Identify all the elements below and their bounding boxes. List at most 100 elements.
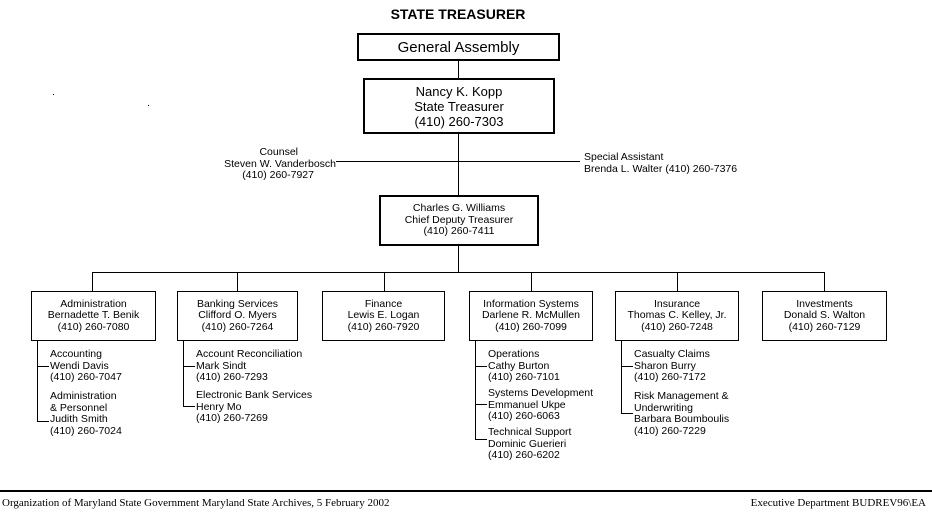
division-head: Lewis E. Logan	[347, 309, 420, 322]
division-unit: Administration	[60, 297, 127, 310]
connector	[237, 272, 238, 291]
subunit-line: (410) 260-7229	[634, 424, 706, 437]
division-insurance: Insurance Thomas C. Kelley, Jr. (410) 26…	[615, 291, 739, 341]
connector	[475, 366, 487, 367]
footer-rule	[0, 490, 932, 492]
subunit-line: Operations	[488, 348, 540, 360]
counsel-phone: (410) 260-7927	[242, 169, 314, 181]
subunit-line: (410) 260-6063	[488, 410, 560, 422]
special-assistant-role: Special Assistant	[584, 151, 664, 163]
subunit-line: & Personnel	[50, 401, 108, 414]
division-head: Darlene R. McMullen	[481, 309, 581, 322]
division-phone: (410) 260-7099	[495, 320, 567, 333]
footer-left: Organization of Maryland State Governmen…	[2, 497, 389, 510]
subunit-line: (410) 260-7269	[196, 412, 268, 424]
division-banking-services: Banking Services Clifford O. Myers (410)…	[177, 291, 298, 341]
connector	[92, 272, 825, 273]
connector	[183, 341, 184, 407]
connector	[475, 404, 487, 405]
special-assistant-block: Special Assistant Brenda L. Walter (410)…	[584, 151, 737, 175]
subunit-line: Technical Support	[488, 426, 572, 438]
subunit-line: Systems Development	[488, 387, 594, 399]
connector	[92, 272, 93, 291]
connector	[458, 61, 459, 78]
subunit-line: Cathy Burton	[488, 359, 550, 372]
subunit-account-reconciliation: Account Reconciliation Mark Sindt (410) …	[196, 348, 303, 384]
division-unit: Information Systems	[483, 297, 579, 310]
connector	[475, 439, 487, 440]
connector	[37, 421, 49, 422]
subunit-casualty-claims: Casualty Claims Sharon Burry (410) 260-7…	[634, 348, 710, 384]
connector	[458, 134, 459, 195]
subunit-line: Dominic Guerieri	[488, 437, 567, 450]
division-phone: (410) 260-7129	[788, 320, 861, 333]
deputy-phone: (410) 260-7411	[423, 225, 495, 238]
deputy-box: Charles G. Williams Chief Deputy Treasur…	[379, 195, 539, 246]
connector	[384, 272, 385, 291]
connector	[677, 272, 678, 291]
subunit-risk-management: Risk Management & Underwriting Barbara B…	[634, 390, 730, 437]
counsel-role: Counsel	[259, 146, 298, 158]
subunit-line: (410) 260-7047	[50, 371, 122, 383]
subunit-line: (410) 260-6202	[488, 449, 560, 461]
footer-left-line2: Maryland State Archives, 5 February 2002	[201, 497, 390, 509]
subunit-line: Wendi Davis	[50, 359, 109, 372]
subunit-line: Electronic Bank Services	[196, 389, 313, 401]
division-finance: Finance Lewis E. Logan (410) 260-7920	[322, 291, 445, 341]
connector	[621, 341, 622, 414]
subunit-line: Account Reconciliation	[196, 348, 303, 360]
division-phone: (410) 260-7920	[347, 320, 420, 333]
treasurer-box: Nancy K. Kopp State Treasurer (410) 260-…	[363, 78, 555, 134]
subunit-line: (410) 260-7101	[488, 371, 560, 383]
footer-right-line2: BUDREV96\EA	[852, 497, 926, 509]
subunit-systems-development: Systems Development Emmanuel Ukpe (410) …	[488, 387, 594, 423]
subunit-line: Judith Smith	[50, 413, 108, 425]
connector	[183, 406, 195, 407]
subunit-line: (410) 260-7293	[196, 371, 268, 383]
subunit-administration-personnel: Administration & Personnel Judith Smith …	[50, 390, 122, 437]
subunit-line: Emmanuel Ukpe	[488, 398, 566, 411]
subunit-line: Underwriting	[634, 401, 693, 414]
subunit-line: Administration	[50, 390, 117, 402]
division-phone: (410) 260-7264	[201, 320, 274, 333]
division-unit: Banking Services	[196, 297, 279, 310]
subunit-line: Sharon Burry	[634, 359, 696, 372]
treasurer-name: Nancy K. Kopp	[415, 83, 503, 99]
footer-left-line1: Organization of Maryland State Governmen…	[2, 497, 200, 509]
division-administration: Administration Bernadette T. Benik (410)…	[31, 291, 156, 341]
connector	[475, 341, 476, 440]
subunit-line: Mark Sindt	[196, 359, 247, 372]
stray-mark	[53, 94, 54, 95]
deputy-role: Chief Deputy Treasurer	[404, 213, 514, 226]
connector	[621, 366, 633, 367]
subunit-line: Henry Mo	[196, 400, 242, 413]
subunit-operations: Operations Cathy Burton (410) 260-7101	[488, 348, 560, 384]
deputy-name: Charles G. Williams	[412, 202, 506, 215]
connector	[824, 272, 825, 291]
division-head: Bernadette T. Benik	[47, 309, 140, 322]
division-unit: Insurance	[653, 297, 701, 310]
division-phone: (410) 260-7080	[57, 320, 130, 333]
general-assembly-box: General Assembly	[357, 33, 560, 61]
subunit-technical-support: Technical Support Dominic Guerieri (410)…	[488, 426, 572, 462]
division-unit: Investments	[796, 297, 853, 310]
division-unit: Finance	[364, 297, 403, 310]
division-phone: (410) 260-7248	[641, 320, 713, 333]
treasurer-role: State Treasurer	[414, 98, 504, 114]
stray-mark	[148, 105, 149, 106]
subunit-line: Barbara Boumboulis	[634, 413, 730, 425]
division-head: Clifford O. Myers	[198, 309, 277, 322]
connector	[37, 341, 38, 422]
connector	[458, 246, 459, 273]
division-investments: Investments Donald S. Walton (410) 260-7…	[762, 291, 887, 341]
connector	[621, 413, 633, 414]
treasurer-phone: (410) 260-7303	[414, 113, 504, 129]
chart-title: STATE TREASURER	[390, 6, 526, 22]
connector	[531, 272, 532, 291]
subunit-line: Risk Management &	[634, 390, 729, 402]
subunit-electronic-bank-services: Electronic Bank Services Henry Mo (410) …	[196, 389, 313, 425]
division-head: Donald S. Walton	[783, 309, 866, 322]
subunit-accounting: Accounting Wendi Davis (410) 260-7047	[50, 348, 122, 384]
connector	[336, 161, 580, 162]
division-information-systems: Information Systems Darlene R. McMullen …	[469, 291, 593, 341]
